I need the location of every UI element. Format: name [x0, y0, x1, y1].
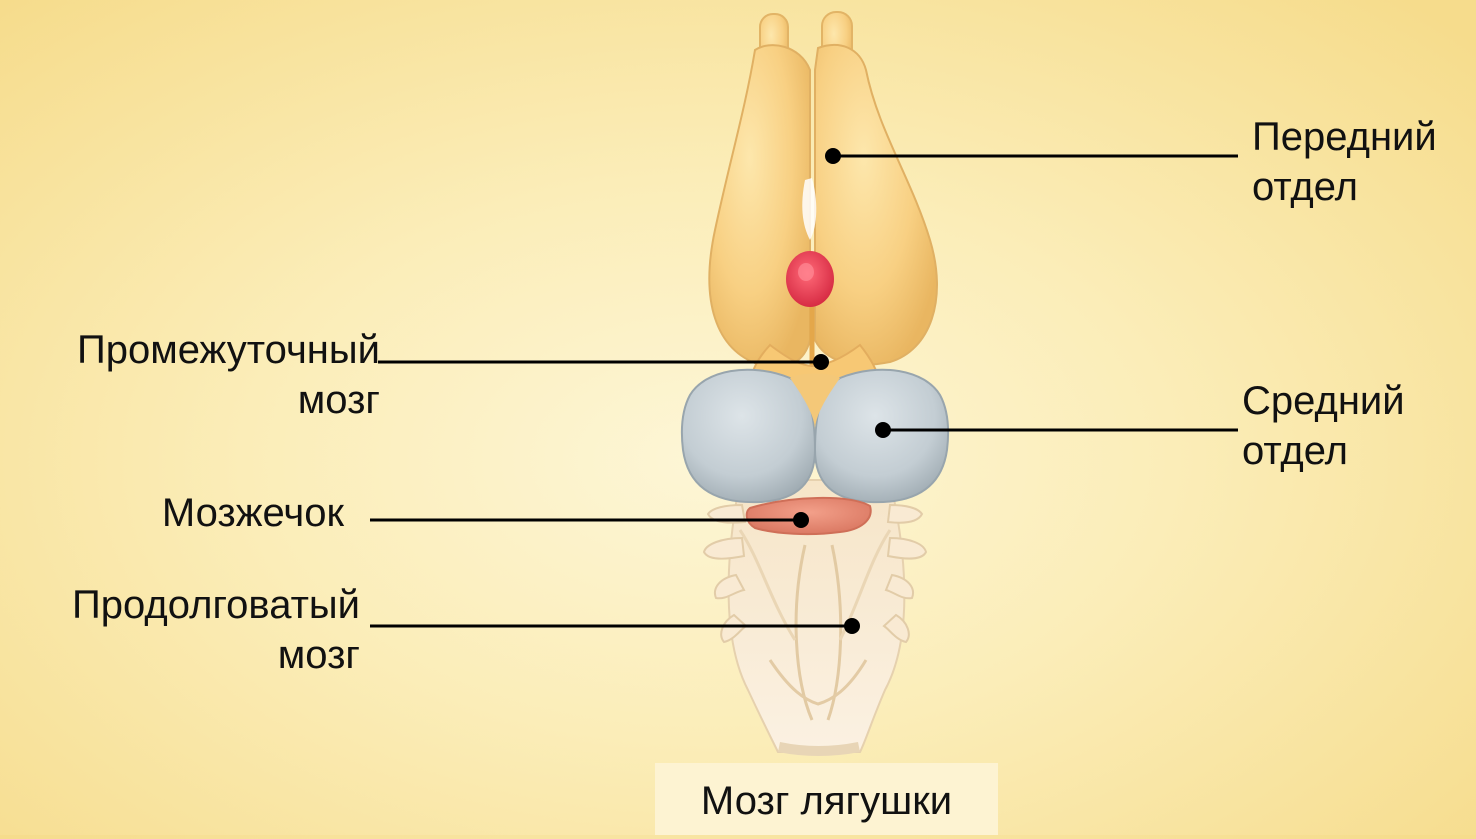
label-forebrain: Передний отдел — [1252, 112, 1437, 212]
label-medulla-line1: Продолговатый — [4, 580, 360, 630]
label-midbrain: Средний отдел — [1242, 376, 1405, 476]
label-medulla-line2: мозг — [4, 630, 360, 680]
cerebellum — [747, 498, 871, 534]
caption: Мозг лягушки — [655, 763, 998, 835]
label-cerebellum: Мозжечок — [60, 488, 344, 538]
label-diencephalon: Промежуточный мозг — [8, 325, 380, 425]
label-forebrain-line2: отдел — [1252, 162, 1437, 212]
pineal-body — [786, 251, 834, 307]
label-forebrain-line1: Передний — [1252, 112, 1437, 162]
label-midbrain-line2: отдел — [1242, 426, 1405, 476]
caption-box: Мозг лягушки — [655, 763, 998, 835]
forebrain-hemispheres — [709, 45, 937, 372]
label-midbrain-line1: Средний — [1242, 376, 1405, 426]
label-diencephalon-line1: Промежуточный — [8, 325, 380, 375]
label-diencephalon-line2: мозг — [8, 375, 380, 425]
label-medulla: Продолговатый мозг — [4, 580, 360, 680]
label-cerebellum-line1: Мозжечок — [60, 488, 344, 538]
